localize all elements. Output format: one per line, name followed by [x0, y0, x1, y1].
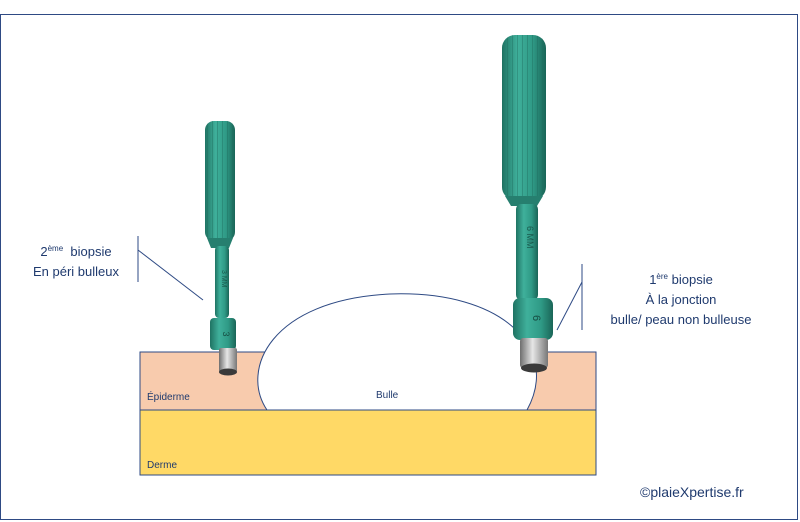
- biopsy1-caption-line1: 1ère biopsie: [586, 270, 776, 290]
- copyright-text: ©plaieXpertise.fr: [640, 484, 744, 500]
- dermis-layer: [139, 409, 597, 476]
- biopsy2-caption-line1: 2ème biopsie: [20, 242, 132, 262]
- biopsy1-caption-line2: À la jonction: [645, 292, 717, 307]
- epidermis-label: Épiderme: [147, 392, 190, 403]
- annotation-lines: [137, 236, 583, 331]
- svg-text:6: 6: [530, 315, 542, 321]
- bulla-label: Bulle: [376, 390, 399, 401]
- biopsy-punch-icon: 6 MM 6: [502, 35, 553, 373]
- svg-text:6 MM: 6 MM: [525, 226, 535, 249]
- outer-frame: [0, 14, 798, 520]
- svg-text:3: 3: [221, 331, 231, 336]
- biopsy2-caption: 2ème biopsie En péri bulleux: [20, 242, 132, 282]
- biopsy2-word: biopsie: [70, 244, 112, 259]
- svg-text:3 MM: 3 MM: [220, 270, 227, 288]
- biopsy1-caption: 1ère biopsie À la jonction bulle/ peau n…: [586, 270, 776, 330]
- biopsy1-caption-line3: bulle/ peau non bulleuse: [610, 312, 752, 327]
- dermis-label: Derme: [147, 460, 178, 471]
- biopsy-punch-icon: 3 MM 3: [205, 121, 237, 376]
- biopsy2-caption-line2: En péri bulleux: [33, 264, 119, 279]
- biopsy2-number: 2: [40, 244, 48, 259]
- biopsy1-number: 1: [649, 272, 657, 287]
- biopsy1-superscript: ère: [656, 272, 668, 281]
- biopsy1-word: biopsie: [671, 272, 713, 287]
- biopsy2-superscript: ème: [47, 244, 64, 253]
